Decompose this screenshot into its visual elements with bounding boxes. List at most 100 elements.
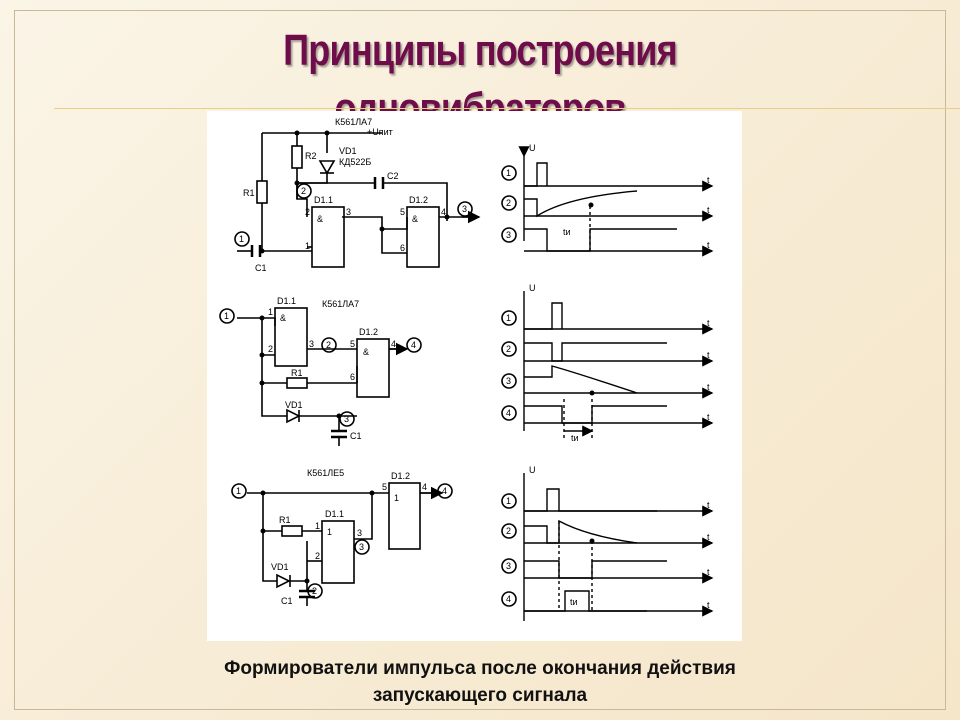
node-1-b	[219, 308, 235, 324]
pin-1-c: 1	[315, 521, 320, 531]
c1-label-b: C1	[350, 431, 362, 441]
pin-5-b: 5	[350, 339, 355, 349]
d12-label-c: D1.2	[391, 471, 410, 481]
node-num-2-a: 2	[301, 186, 306, 196]
circuit-diagram: К561ЛА7 +Uпит R2 VD1 КД522Б C2 R1 C1 D1.…	[219, 117, 714, 621]
pin-2-a: 2	[305, 207, 310, 217]
timing-node-1-2	[501, 195, 517, 211]
r1-label-a: R1	[243, 188, 255, 198]
pin-3-a: 3	[346, 207, 351, 217]
circuit-a-wires	[237, 132, 479, 254]
t-2-2: t	[707, 350, 710, 360]
r1-label-b: R1	[291, 368, 303, 378]
pin-2-b: 2	[268, 344, 273, 354]
d11-label-b: D1.1	[277, 296, 296, 306]
node-3-c	[354, 539, 370, 555]
d11-label-a: D1.1	[314, 195, 333, 205]
timing-block-3	[523, 473, 714, 621]
resistor-r1-c	[281, 525, 303, 537]
pin-1-a: 1	[305, 241, 310, 251]
resistor-r2-a	[291, 145, 303, 169]
timing-node-1-1	[501, 165, 517, 181]
resistor-r1-a	[256, 180, 268, 204]
node-num-4-c: 4	[442, 486, 447, 496]
pin-3-b: 3	[309, 339, 314, 349]
t-3-2: t	[707, 532, 710, 542]
tnum-3-2: 2	[506, 526, 511, 536]
d12-label-a: D1.2	[409, 195, 428, 205]
r1-label-c: R1	[279, 515, 291, 525]
timing-node-3-3	[501, 558, 517, 574]
tnum-2-3: 3	[506, 376, 511, 386]
t-2-1: t	[707, 318, 710, 328]
t-2-4: t	[707, 412, 710, 422]
vd1-type-label-a: КД522Б	[339, 157, 371, 167]
tnum-2-2: 2	[506, 344, 511, 354]
node-3-b	[339, 411, 355, 427]
gate-d12-c	[388, 482, 421, 550]
pin-5-a: 5	[400, 207, 405, 217]
amp-b1: &	[280, 313, 286, 323]
gate-d11-a	[311, 206, 345, 268]
vd1-label-c: VD1	[271, 562, 289, 572]
node-num-3-b: 3	[344, 414, 349, 424]
vd1-label-a: VD1	[339, 146, 357, 156]
amp-b2: &	[363, 347, 369, 357]
chip-label-c: К561ЛЕ5	[307, 468, 344, 478]
pin-5-c: 5	[382, 482, 387, 492]
title-line-1: Принципы построения	[283, 26, 677, 75]
vd1-label-b: VD1	[285, 400, 303, 410]
one-c2: 1	[394, 493, 399, 503]
tnum-3-1: 1	[506, 496, 511, 506]
node-1-a	[234, 231, 250, 247]
tnum-1-1: 1	[506, 168, 511, 178]
ti-3: tи	[570, 597, 578, 607]
timing-node-2-1	[501, 310, 517, 326]
t-3-4: t	[707, 600, 710, 610]
node-1-c	[231, 483, 247, 499]
node-2-b	[321, 337, 337, 353]
capacitor-c2-a	[373, 177, 385, 189]
amp-a1: &	[317, 214, 323, 224]
diode-vd1-a	[318, 160, 336, 175]
node-num-2-c: 2	[312, 586, 317, 596]
diode-vd1-c	[276, 573, 291, 589]
t-3-1: t	[707, 500, 710, 510]
timing-block-2	[523, 291, 714, 441]
tnum-3-4: 4	[506, 594, 511, 604]
tnum-3-3: 3	[506, 561, 511, 571]
pin-6-a: 6	[400, 243, 405, 253]
pin-2-c: 2	[315, 551, 320, 561]
t-1-2: t	[707, 205, 710, 215]
node-2-a	[296, 183, 312, 199]
slide-caption: Формирователи импульса после окончания д…	[0, 655, 960, 709]
node-num-1-b: 1	[224, 311, 229, 321]
r2-label-a: R2	[305, 151, 317, 161]
node-3-a	[457, 201, 473, 217]
resistor-r1-b	[286, 377, 308, 389]
caption-line-1: Формирователи импульса после окончания д…	[224, 658, 736, 679]
node-num-3-c: 3	[359, 542, 364, 552]
c2-label-a: C2	[387, 171, 399, 181]
node-num-1-c: 1	[236, 486, 241, 496]
tnum-2-4: 4	[506, 408, 511, 418]
gate-d11-b	[274, 307, 308, 367]
pin-3-c: 3	[357, 528, 362, 538]
node-num-4-b: 4	[411, 340, 416, 350]
title-rule	[54, 108, 960, 109]
ti-1: tи	[563, 227, 571, 237]
timing-block-1	[518, 146, 714, 257]
gate-d11-c	[321, 520, 355, 584]
pin-1-b: 1	[268, 307, 273, 317]
t-3-3: t	[707, 567, 710, 577]
node-num-2-b: 2	[326, 340, 331, 350]
gate-d12-a	[406, 206, 440, 268]
node-4-b	[406, 337, 422, 353]
tnum-1-2: 2	[506, 198, 511, 208]
vplus-label: +Uпит	[367, 127, 393, 137]
pin-4-a: 4	[441, 207, 446, 217]
t-1-3: t	[707, 240, 710, 250]
pin-4-c: 4	[422, 482, 427, 492]
timing-node-3-4	[501, 591, 517, 607]
ti-2: tи	[571, 433, 579, 443]
